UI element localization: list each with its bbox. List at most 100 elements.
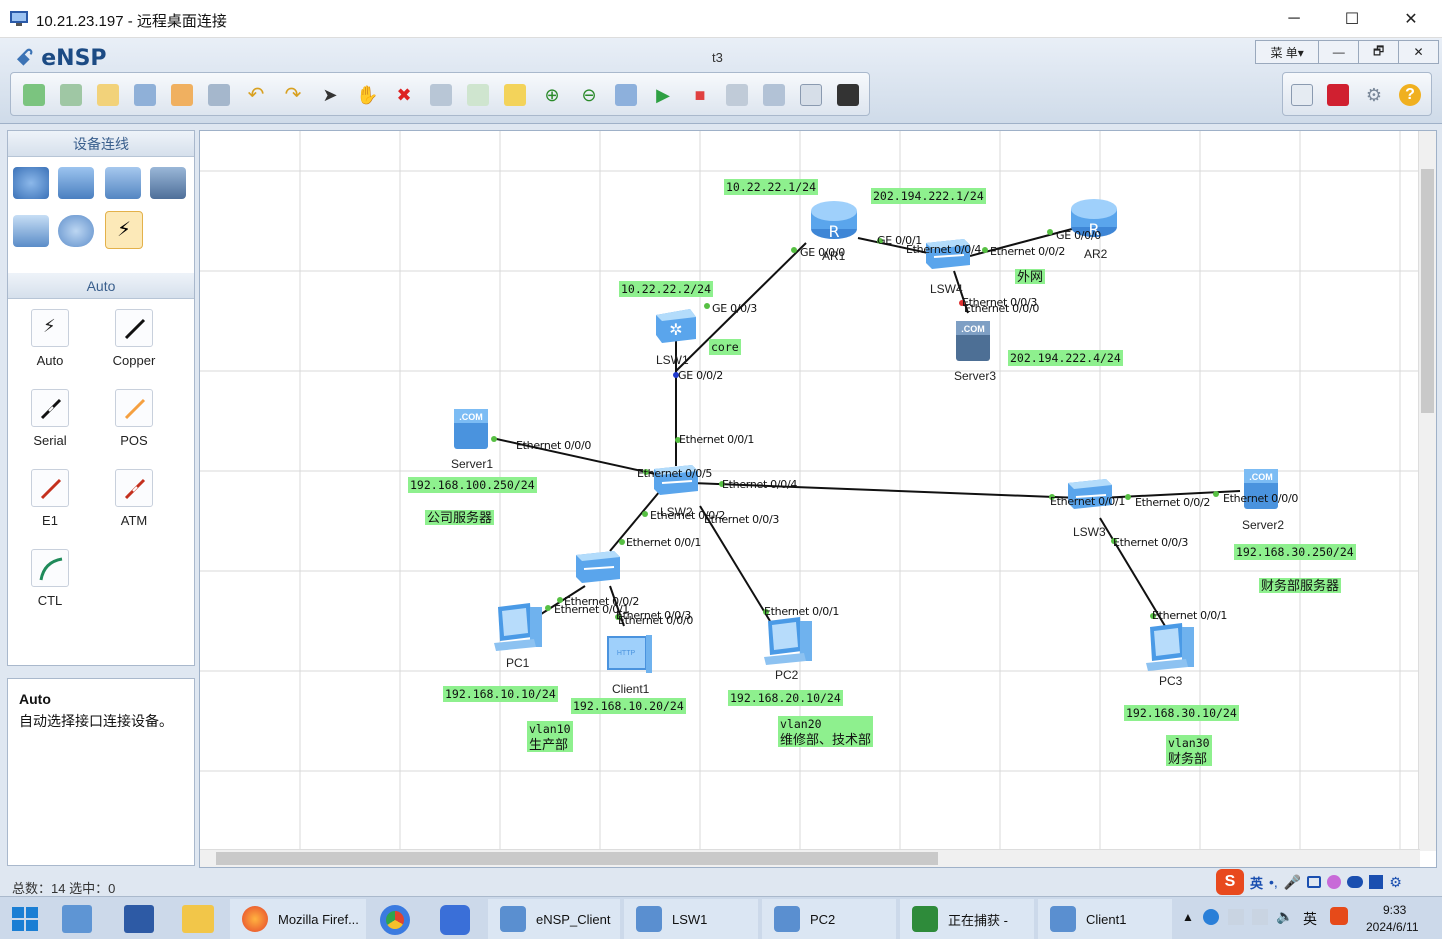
wireless-category-icon[interactable] [105,167,141,199]
server1-icon[interactable]: .COM [452,407,492,451]
pc3-icon[interactable] [1142,621,1196,673]
ensp-minimize-button[interactable]: — [1318,41,1358,63]
sogou-logo-icon[interactable]: S [1216,869,1244,895]
capture-icon[interactable] [726,84,748,106]
print-icon[interactable] [208,84,230,106]
switch-lsw2-icon[interactable] [652,461,700,499]
new-example-icon[interactable] [60,84,82,106]
router-ar2-icon[interactable]: R [1070,195,1118,239]
firewall-category-icon[interactable] [150,167,186,199]
server2-icon[interactable]: .COM [1242,467,1282,511]
new-topology-icon[interactable] [23,84,45,106]
connection-category-icon[interactable]: ⚡ [105,211,143,249]
taskbar-firefox[interactable]: Mozilla Firef... [230,899,366,939]
network-icon[interactable] [1252,909,1268,925]
open-icon[interactable] [97,84,119,106]
pc-category-icon[interactable] [13,215,49,247]
router-ar1-icon[interactable]: R [810,197,858,241]
vertical-scrollbar[interactable] [1418,131,1436,851]
baidu-netdisk-icon[interactable] [440,905,470,935]
taskbar-lsw1[interactable]: LSW1 [624,899,758,939]
port-label: Ethernet 0/0/1 [1050,495,1126,508]
save-icon[interactable] [134,84,156,106]
taskbar-wireshark[interactable]: 正在捕获 - [900,899,1034,939]
edge-tray-icon[interactable] [1203,909,1219,925]
ime-keyboard-icon[interactable] [1307,876,1322,888]
taskbar-pc2[interactable]: PC2 [762,899,896,939]
help-icon[interactable]: ? [1399,84,1421,106]
ime-skin-icon[interactable] [1327,875,1342,889]
rdp-close-button[interactable]: ✕ [1404,11,1418,28]
ime-game-icon[interactable] [1347,876,1364,888]
start-windows-icon[interactable] [12,907,38,931]
tool-e1[interactable]: E1 [8,461,92,541]
ime-grid-icon[interactable] [1369,875,1384,889]
taskbar-ensp-client[interactable]: eNSP_Client [488,899,620,939]
terminal-icon[interactable] [837,84,859,106]
taskbar-client1[interactable]: Client1 [1038,899,1172,939]
tool-pos[interactable]: POS [92,381,176,461]
tray-app-icon[interactable] [1228,909,1244,925]
rdp-maximize-button[interactable]: ☐ [1344,11,1360,28]
delete-link-icon[interactable] [430,84,452,106]
ime-lang-toggle[interactable]: 英 [1250,875,1264,891]
tool-ctl[interactable]: CTL [8,541,92,621]
text-note-icon[interactable] [467,84,489,106]
main-menu-button[interactable]: 菜 单▾ [1270,45,1304,60]
router-category-icon[interactable] [13,167,49,199]
vertical-scroll-thumb[interactable] [1421,169,1434,413]
palette-icon[interactable] [504,84,526,106]
stop-all-icon[interactable]: ■ [694,85,706,105]
tool-auto[interactable]: ⚡Auto [8,301,92,381]
pc2-icon[interactable] [760,615,814,667]
fit-view-icon[interactable] [615,84,637,106]
ime-punct-icon[interactable]: •, [1269,874,1278,890]
right-toolbar: ⚙ ? [1282,72,1432,116]
chat-icon[interactable] [1291,84,1313,106]
sogou-tray-icon[interactable] [1330,907,1348,925]
undo-icon[interactable]: ↶ [247,84,265,106]
pc1-icon[interactable] [490,601,544,653]
tool-atm[interactable]: ATM [92,461,176,541]
huawei-icon[interactable] [1327,84,1349,106]
topology-icon[interactable] [763,84,785,106]
horizontal-scroll-thumb[interactable] [216,852,938,865]
powershell-icon[interactable] [124,905,154,933]
clock-time[interactable]: 9:33 [1383,903,1407,917]
ime-indicator[interactable]: 英 [1303,911,1317,927]
tray-expand-icon[interactable]: ▲ [1182,910,1194,924]
server3-icon[interactable]: .COM [954,319,994,363]
cloud-category-icon[interactable] [58,215,94,247]
rdp-minimize-button[interactable]: ─ [1288,10,1300,27]
zoom-in-icon[interactable]: ⊕ [544,85,560,105]
start-all-icon[interactable]: ▶ [656,85,670,105]
ime-settings-icon[interactable]: ⚙ [1389,873,1402,890]
redo-icon[interactable]: ↷ [284,84,302,106]
tool-serial[interactable]: Serial [8,381,92,461]
settings-gear-icon[interactable]: ⚙ [1365,85,1383,105]
ensp-restore-button[interactable]: 🗗 [1358,41,1398,63]
save-as-icon[interactable] [171,84,193,106]
switch-lsw3-icon[interactable] [1066,475,1114,513]
ime-mic-icon[interactable]: 🎤 [1283,873,1302,890]
switch-lsw4-icon[interactable] [924,235,972,273]
device-name-pc1: PC1 [506,656,530,670]
server-manager-icon[interactable] [62,905,92,933]
delete-icon[interactable]: ✖ [396,85,412,105]
pan-hand-icon[interactable]: ✋ [356,85,379,105]
switch-access-icon[interactable] [574,547,622,587]
tool-copper[interactable]: Copper [92,301,176,381]
client1-icon[interactable]: HTTP [604,631,654,677]
switch-category-icon[interactable] [58,167,94,199]
grid-icon[interactable] [800,84,822,106]
topology-canvas[interactable]: R R ✲ .COM .COM .COM HTTP AR1 AR2 LSW1 L… [199,130,1437,868]
chrome-icon[interactable] [380,905,410,935]
zoom-out-icon[interactable]: ⊖ [581,85,597,105]
switch-lsw1-icon[interactable]: ✲ [652,305,698,345]
select-pointer-icon[interactable]: ➤ [322,85,338,105]
ensp-close-button[interactable]: ✕ [1398,41,1438,63]
volume-icon[interactable]: 🔈 [1276,908,1294,924]
file-explorer-icon[interactable] [182,905,214,933]
clock-date[interactable]: 2024/6/11 [1366,920,1419,934]
horizontal-scrollbar[interactable] [200,849,1420,867]
